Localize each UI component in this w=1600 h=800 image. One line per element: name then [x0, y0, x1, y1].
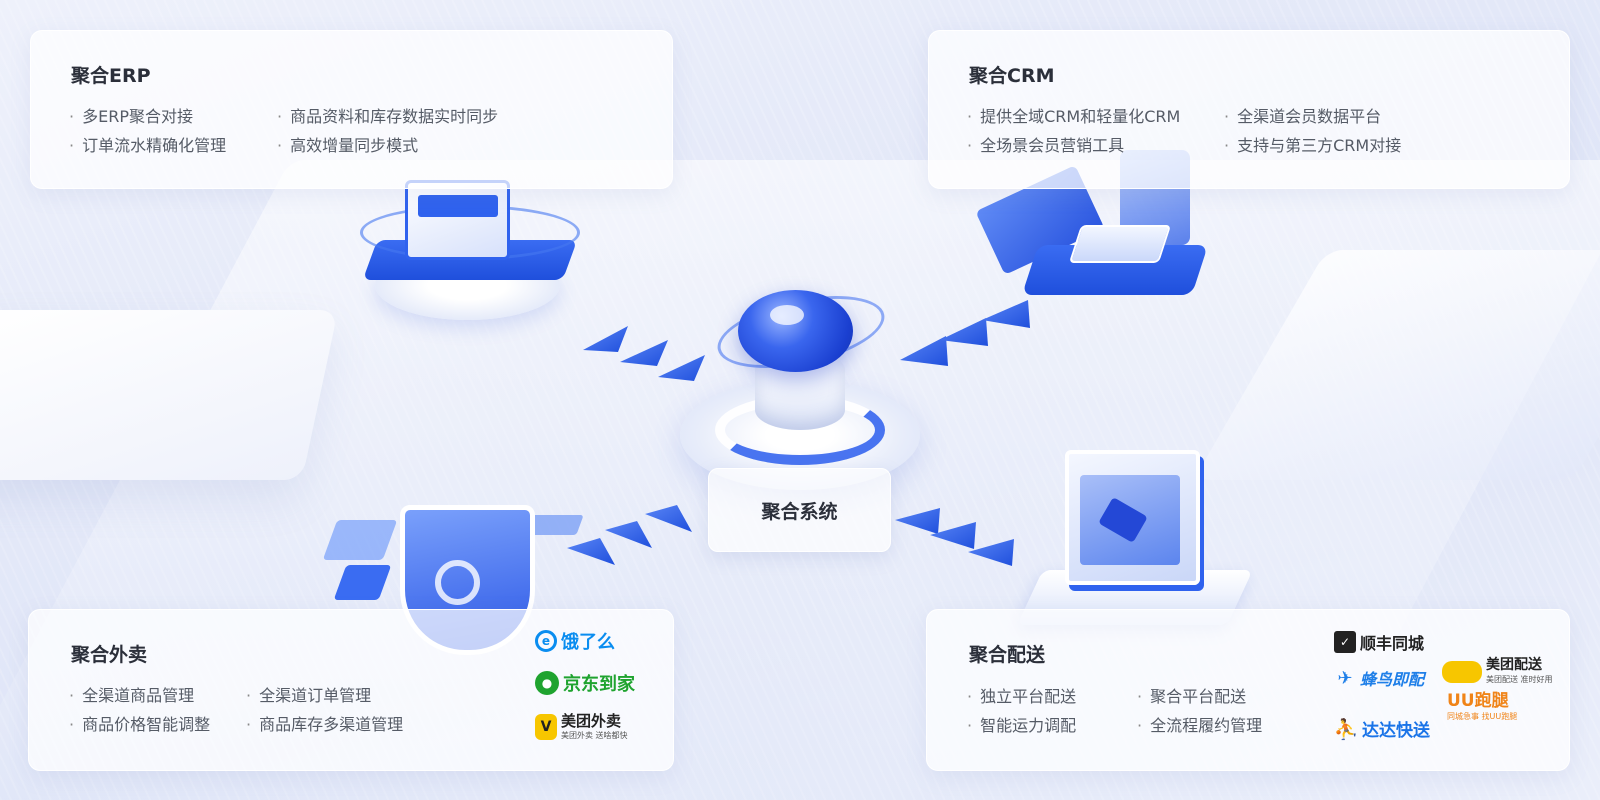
uu-slogan: 同城急事 找UU跑腿 — [1447, 712, 1518, 721]
takeout-panel: 聚合外卖 全渠道商品管理 全渠道订单管理 商品价格智能调整 商品库存多渠道管理 … — [28, 609, 674, 771]
dada-logo-text: 达达快送 — [1362, 721, 1430, 741]
bird-icon: ✈ — [1337, 667, 1353, 689]
crm-panel: 聚合CRM 提供全域CRM和轻量化CRM 全渠道会员数据平台 全场景会员营销工具… — [928, 30, 1570, 189]
center-label: 聚合系统 — [761, 500, 838, 523]
flow-arrow — [900, 336, 948, 366]
delivery-item: 智能运力调配 — [967, 712, 1076, 736]
flow-arrow — [968, 539, 1014, 566]
meituan-delivery-slogan: 美团配送 准时好用 — [1486, 675, 1553, 684]
sf-logo: ✓ 顺丰同城 — [1334, 630, 1424, 654]
erp-item: 多ERP聚合对接 — [69, 103, 193, 127]
uu-logo-text: UU跑腿 — [1447, 691, 1509, 711]
erp-panel: 聚合ERP 多ERP聚合对接 商品资料和库存数据实时同步 订单流水精确化管理 高… — [30, 30, 673, 189]
uu-text-group: UU跑腿 同城急事 找UU跑腿 — [1447, 692, 1517, 722]
erp-item: 商品资料和库存数据实时同步 — [277, 103, 498, 127]
takeout-item: 商品库存多渠道管理 — [246, 711, 403, 735]
meituan-takeout-slogan: 美团外卖 送啥都快 — [561, 731, 628, 740]
flow-arrow — [930, 522, 976, 549]
jd-logo: ● 京东到家 — [535, 670, 635, 696]
eleme-logo-text: 饿了么 — [561, 632, 615, 653]
meituan-delivery-text-group: 美团配送 美团配送 准时好用 — [1486, 658, 1553, 685]
eleme-logo-icon: e — [535, 630, 557, 652]
erp-device-screen — [405, 180, 510, 260]
takeout-item: 全渠道订单管理 — [246, 682, 371, 706]
kangaroo-icon — [1442, 660, 1482, 683]
crm-item: 全渠道会员数据平台 — [1224, 103, 1381, 127]
flow-arrow — [620, 340, 668, 366]
takeout-item: 商品价格智能调整 — [69, 711, 210, 735]
delivery-title: 聚合配送 — [969, 644, 1046, 666]
shield-emblem — [435, 560, 480, 605]
flow-arrow — [605, 521, 652, 548]
uu-logo: UU跑腿 同城急事 找UU跑腿 — [1447, 692, 1517, 722]
delivery-item: 全流程履约管理 — [1137, 712, 1262, 736]
hub-orb — [738, 290, 853, 372]
meituan-takeout-text: 美团外卖 — [561, 712, 622, 730]
flow-arrow — [567, 538, 615, 565]
center-label-card: 聚合系统 — [708, 468, 891, 552]
crm-item: 全场景会员营销工具 — [967, 132, 1124, 156]
fengniao-logo-text: 蜂鸟即配 — [1360, 670, 1425, 689]
takeout-title: 聚合外卖 — [71, 644, 148, 666]
erp-device-screen-bar — [418, 195, 498, 217]
erp-title: 聚合ERP — [71, 65, 151, 87]
fengniao-logo: ✈ 蜂鸟即配 — [1334, 666, 1424, 690]
flow-arrow — [895, 508, 940, 534]
crm-item: 支持与第三方CRM对接 — [1224, 132, 1401, 156]
dada-logo: ⛹ 达达快送 — [1333, 716, 1430, 742]
takeout-item: 全渠道商品管理 — [69, 682, 194, 706]
crm-title: 聚合CRM — [969, 65, 1055, 87]
eleme-logo: e 饿了么 — [535, 628, 615, 654]
delivery-panel: 聚合配送 独立平台配送 聚合平台配送 智能运力调配 全流程履约管理 ✓ 顺丰同城… — [926, 609, 1570, 771]
sf-logo-icon: ✓ — [1334, 631, 1356, 653]
flow-arrow — [658, 355, 705, 381]
delivery-item: 聚合平台配送 — [1137, 683, 1246, 707]
kangaroo-icon: V — [535, 714, 557, 740]
dog-icon: ● — [535, 671, 559, 695]
hub-orb-highlight — [770, 305, 804, 325]
delivery-item: 独立平台配送 — [967, 683, 1076, 707]
erp-item: 高效增量同步模式 — [277, 132, 418, 156]
meituan-takeout-logo: V 美团外卖 美团外卖 送啥都快 — [535, 713, 628, 741]
flow-arrow — [940, 318, 988, 346]
flow-arrow — [583, 326, 628, 352]
crm-item: 提供全域CRM和轻量化CRM — [967, 103, 1180, 127]
flow-arrow — [982, 300, 1030, 328]
meituan-takeout-text-group: 美团外卖 美团外卖 送啥都快 — [561, 713, 628, 741]
meituan-delivery-logo: 美团配送 美团配送 准时好用 — [1442, 658, 1553, 685]
erp-item: 订单流水精确化管理 — [69, 132, 226, 156]
sf-logo-text: 顺丰同城 — [1360, 634, 1425, 653]
runner-icon: ⛹ — [1333, 716, 1359, 741]
jd-logo-text: 京东到家 — [563, 674, 635, 695]
flow-arrow — [645, 505, 692, 532]
meituan-delivery-text: 美团配送 — [1486, 657, 1542, 673]
